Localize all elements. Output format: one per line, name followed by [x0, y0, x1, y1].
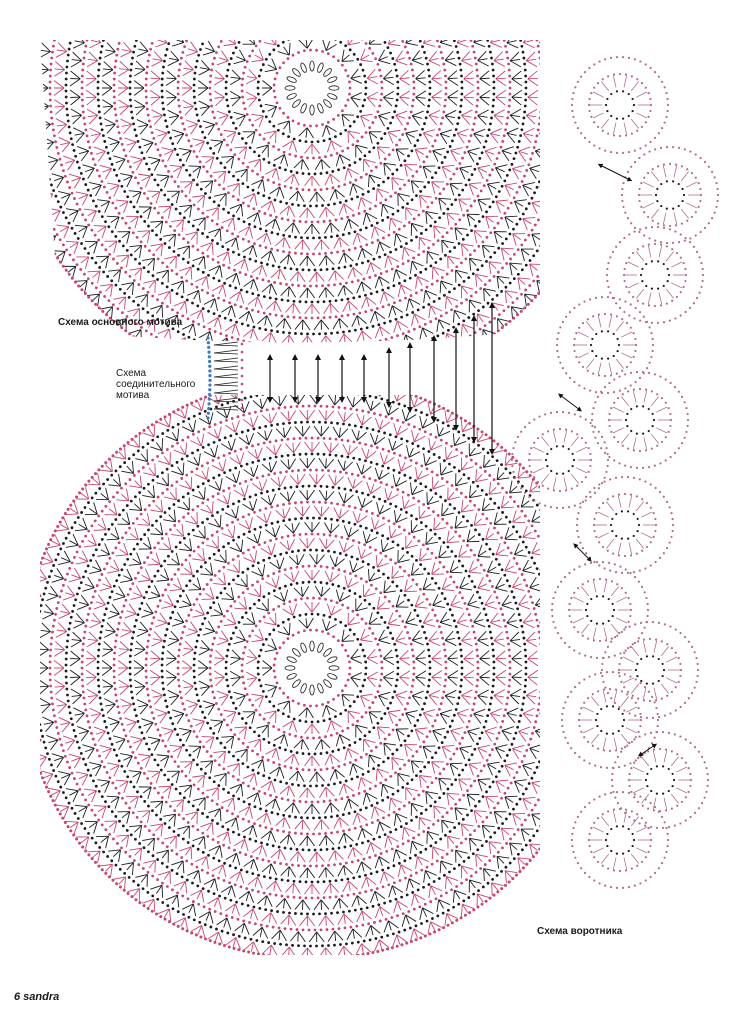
connecting-motif-label-line-2: соединительного	[116, 379, 196, 390]
connecting-motif-label-line-1: Схема	[116, 368, 147, 379]
collar-label: Схема воротника	[537, 926, 623, 937]
join-arrows	[267, 302, 495, 455]
connecting-motif-chart	[206, 336, 244, 420]
collar-chart	[510, 55, 720, 890]
connecting-motif-label-line-3: мотива	[116, 390, 150, 401]
main-motif-chart	[40, 40, 540, 955]
page-footer: 6 sandra	[14, 991, 60, 1003]
connecting-motif-label: Схема соединительного мотива	[116, 368, 195, 401]
main-motif-label: Схема основного мотива	[58, 317, 183, 328]
